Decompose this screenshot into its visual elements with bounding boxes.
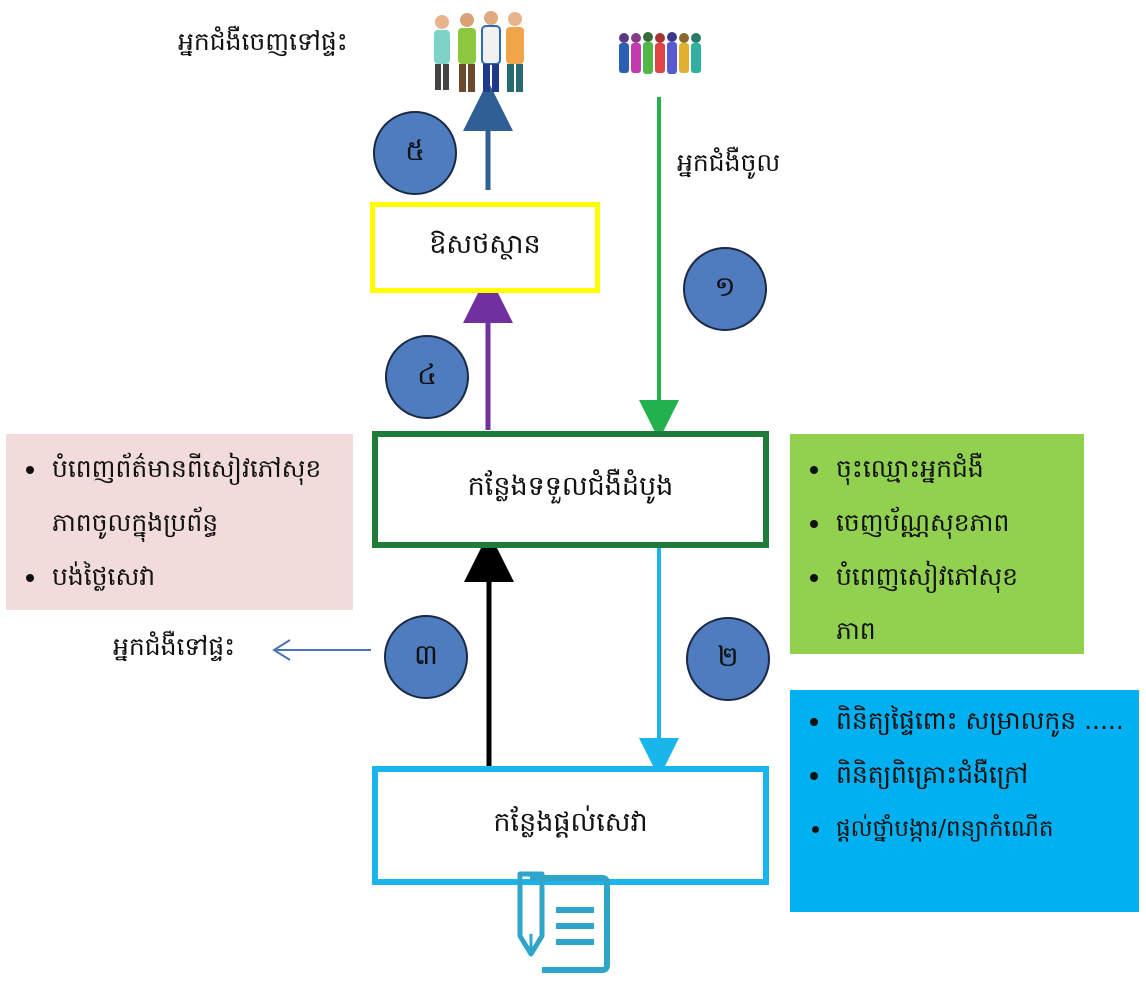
step-1-badge: ១ [683,247,767,331]
blue-panel-item: ពិនិត្យផ្ទៃពោះ សម្រាលកូន ..... [832,694,1126,748]
reception-label: កន្លែងទទួលជំងឺដំបូង [467,471,674,502]
patients-go-home-label: អ្នកជំងឺទៅផ្ទះ [113,632,236,661]
green-panel-item: បំពេញសៀវភៅសុខភាព [832,550,1026,658]
left-panel-item: បង់ថ្លៃសេវា [48,550,353,604]
pharmacy-label: ឱសថស្ថាន [429,229,541,260]
step-3-badge: ៣ [384,615,468,699]
step-5-badge: ៥ [373,111,457,195]
reception-box: កន្លែងទទួលជំងឺដំបូង [372,431,769,548]
service-box: កន្លែងផ្ដល់សេវា [372,766,769,885]
step-4-badge: ៤ [385,335,469,419]
service-label: កន្លែងផ្ដល់សេវា [493,807,648,838]
patients-enter-label: អ្នកជំងឺចូល [677,148,781,177]
green-panel-item: ចុះឈ្មោះអ្នកជំងឺ [832,442,1084,496]
left-info-panel: បំពេញព័ត៌មានពីសៀវភៅសុខភាពចូលក្នុងប្រព័ន្… [6,434,353,610]
step-2-badge: ២ [686,617,770,701]
blue-panel-item: ពិនិត្យពិគ្រោះជំងឺក្រៅ [832,748,1139,802]
green-info-panel: ចុះឈ្មោះអ្នកជំងឺ ចេញប័ណ្ណសុខភាព បំពេញសៀវ… [790,434,1084,654]
crowd-of-people-icon [619,32,701,74]
left-panel-item: បំពេញព័ត៌មានពីសៀវភៅសុខភាពចូលក្នុងប្រព័ន្… [48,442,342,550]
pharmacy-box: ឱសថស្ថាន [370,202,600,293]
patients-leave-home-label: អ្នកជំងឺចេញទៅផ្ទះ [178,27,348,56]
document-pen-icon [517,871,610,973]
arrow-home-head [272,639,291,661]
group-of-people-icon [434,11,524,92]
green-panel-item: ចេញប័ណ្ណសុខភាព [832,496,1084,550]
blue-panel-item: ផ្ដល់ថ្នាំបង្ការ/ពន្យាកំណើត [832,802,1139,856]
blue-info-panel: ពិនិត្យផ្ទៃពោះ សម្រាលកូន ..... ពិនិត្យពិ… [790,690,1139,912]
